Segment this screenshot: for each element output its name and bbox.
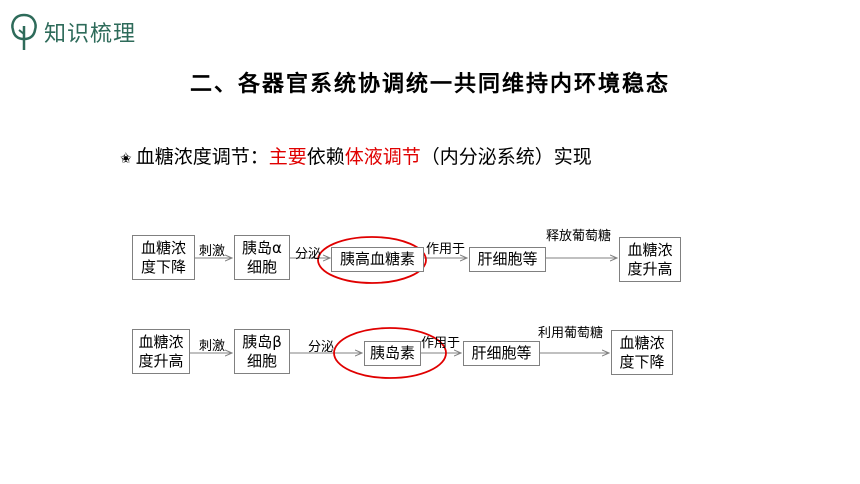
point-prefix: 血糖浓度调节：: [135, 146, 269, 168]
flow1-end-box: 血糖浓度升高: [619, 237, 681, 282]
flow1-start-box: 血糖浓度下降: [132, 235, 195, 280]
flow2-act-label: 作用于: [421, 336, 461, 351]
key-point: ✬血糖浓度调节：主要依赖体液调节（内分泌系统）实现: [120, 142, 592, 169]
flow2-stim-label: 刺激: [199, 339, 226, 354]
flow1-target-box: 肝细胞等: [469, 247, 546, 272]
flow1-secrete-label: 分泌: [295, 247, 322, 262]
flow2-target-box: 肝细胞等: [463, 341, 540, 366]
point-mid: 依赖: [306, 146, 345, 168]
flow2-effect-label: 利用葡萄糖: [538, 326, 604, 341]
flow2-start-box: 血糖浓度升高: [132, 329, 190, 374]
flow2-hormone-box: 胰岛素: [364, 341, 421, 366]
point-main: 主要: [268, 146, 307, 168]
point-fluid: 体液调节: [344, 146, 421, 168]
header-title: 知识梳理: [44, 22, 137, 47]
section-title: 二、各器官系统协调统一共同维持内环境稳态: [189, 72, 670, 97]
flow1-stim-label: 刺激: [199, 244, 226, 259]
hormone-highlight-1: [317, 236, 427, 284]
hormone-highlight-2: [333, 327, 447, 379]
flow1-act-label: 作用于: [426, 242, 466, 257]
flow2-end-box: 血糖浓度下降: [611, 330, 673, 375]
flow2-secrete-label: 分泌: [308, 340, 335, 355]
tree-icon: [11, 13, 37, 50]
star-icon: ✬: [120, 151, 132, 167]
point-suffix: （内分泌系统）实现: [420, 146, 592, 168]
flow1-hormone-box: 胰高血糖素: [331, 247, 424, 272]
flow1-effect-label: 释放葡萄糖: [546, 229, 612, 244]
